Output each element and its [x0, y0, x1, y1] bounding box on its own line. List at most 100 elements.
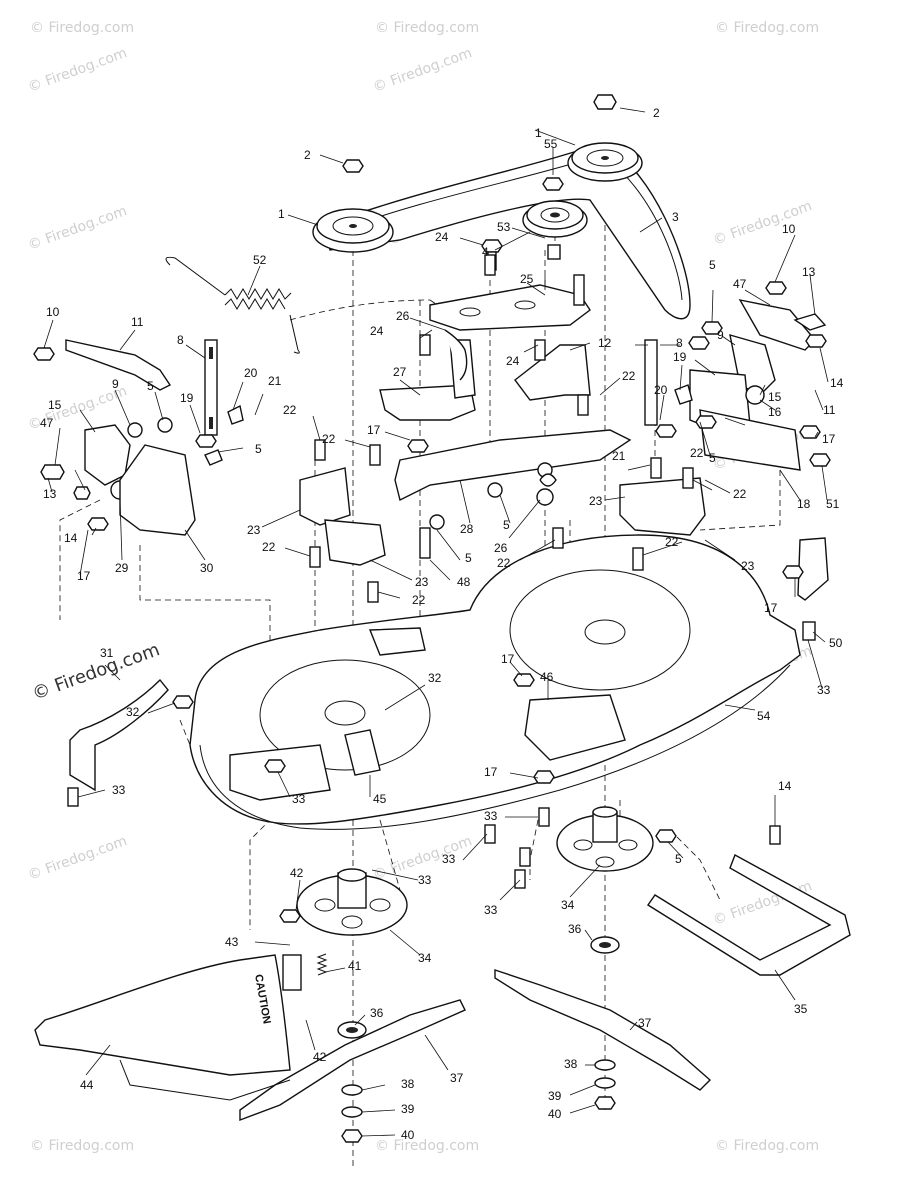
callout-3: 3 — [672, 210, 679, 224]
callout-10: 10 — [46, 305, 60, 319]
bearings — [337, 936, 620, 1039]
callout-23: 23 — [247, 523, 261, 537]
callout-5: 5 — [503, 518, 510, 532]
callout-33: 33 — [484, 809, 498, 823]
watermark: © Firedog.com — [30, 1138, 134, 1154]
callout-22: 22 — [497, 556, 511, 570]
callout-1: 1 — [535, 126, 542, 140]
callout-38: 38 — [564, 1057, 578, 1071]
callout-30: 30 — [200, 561, 214, 575]
callout-36: 36 — [568, 922, 582, 936]
callout-47: 47 — [733, 277, 747, 291]
callout-22: 22 — [690, 446, 704, 460]
spring-52 — [165, 256, 300, 354]
callout-50: 50 — [829, 636, 843, 650]
callout-20: 20 — [654, 383, 668, 397]
callout-22: 22 — [283, 403, 297, 417]
callout-17: 17 — [77, 569, 91, 583]
callout-36: 36 — [370, 1006, 384, 1020]
callout-12: 12 — [598, 336, 612, 350]
callout-2: 2 — [304, 148, 311, 162]
callout-53: 53 — [497, 220, 511, 234]
callout-33: 33 — [418, 873, 432, 887]
callout-29: 29 — [115, 561, 129, 575]
callout-39: 39 — [401, 1102, 415, 1116]
left-lever-assembly — [33, 339, 244, 536]
callout-48: 48 — [457, 575, 471, 589]
callout-5: 5 — [675, 852, 682, 866]
callout-24: 24 — [370, 324, 384, 338]
callout-26: 26 — [396, 309, 410, 323]
chute-baffle — [69, 678, 169, 792]
callout-37: 37 — [450, 1071, 464, 1085]
center-brackets — [299, 329, 706, 566]
blade-right — [494, 969, 712, 1091]
callout-31: 31 — [100, 646, 114, 660]
callout-22: 22 — [733, 487, 747, 501]
callout-5: 5 — [255, 442, 262, 456]
callout-14: 14 — [64, 531, 78, 545]
callout-13: 13 — [43, 487, 57, 501]
callout-22: 22 — [665, 535, 679, 549]
callout-14: 14 — [830, 376, 844, 390]
callout-8: 8 — [676, 336, 683, 350]
callout-15: 15 — [48, 398, 62, 412]
callout-5: 5 — [465, 551, 472, 565]
callout-42: 42 — [313, 1050, 327, 1064]
callout-27: 27 — [393, 365, 407, 379]
callout-11: 11 — [131, 315, 144, 329]
callout-21: 21 — [612, 449, 626, 463]
watermark: © Firedog.com — [715, 20, 819, 36]
discharge-chute: CAUTION — [34, 953, 328, 1101]
callout-23: 23 — [741, 559, 755, 573]
callout-33: 33 — [112, 783, 126, 797]
callout-17: 17 — [501, 652, 515, 666]
callout-23: 23 — [415, 575, 429, 589]
callout-21: 21 — [268, 374, 282, 388]
callout-13: 13 — [802, 265, 816, 279]
callout-54: 54 — [757, 709, 771, 723]
callout-23: 23 — [589, 494, 603, 508]
callout-17: 17 — [367, 423, 381, 437]
watermark: © Firedog.com — [26, 203, 129, 254]
callout-40: 40 — [548, 1107, 562, 1121]
callout-9: 9 — [717, 328, 724, 342]
callout-33: 33 — [442, 852, 456, 866]
callout-1: 1 — [278, 207, 285, 221]
blade-left — [239, 999, 466, 1122]
callout-41: 41 — [348, 959, 362, 973]
callout-32: 32 — [126, 705, 140, 719]
callout-4: 4 — [482, 245, 489, 259]
callout-33: 33 — [484, 903, 498, 917]
watermark: © Firedog.com — [715, 1138, 819, 1154]
callout-28: 28 — [460, 522, 474, 536]
callout-9: 9 — [112, 377, 119, 391]
callout-16: 16 — [768, 405, 782, 419]
callout-35: 35 — [794, 1002, 808, 1016]
callout-33: 33 — [817, 683, 831, 697]
callout-5: 5 — [709, 451, 716, 465]
callout-33: 33 — [292, 792, 306, 806]
callout-25: 25 — [520, 272, 534, 286]
watermark: © Firedog.com — [30, 20, 134, 36]
idler-pulley — [522, 200, 588, 238]
callout-24: 24 — [435, 230, 449, 244]
watermark: © Firedog.com — [26, 45, 129, 96]
pulley-left — [312, 208, 394, 253]
idler-bracket — [429, 274, 591, 331]
callout-11: 11 — [823, 403, 836, 417]
callout-52: 52 — [253, 253, 267, 267]
callout-43: 43 — [225, 935, 239, 949]
watermark: © Firedog.com — [375, 20, 479, 36]
callout-42: 42 — [290, 866, 304, 880]
callout-19: 19 — [673, 350, 687, 364]
callout-38: 38 — [401, 1077, 415, 1091]
deck-handle — [647, 854, 851, 976]
callout-5: 5 — [147, 379, 154, 393]
callout-18: 18 — [797, 497, 811, 511]
callout-19: 19 — [180, 391, 194, 405]
callout-37: 37 — [638, 1016, 652, 1030]
pulley-right — [567, 142, 643, 182]
callout-45: 45 — [373, 792, 387, 806]
